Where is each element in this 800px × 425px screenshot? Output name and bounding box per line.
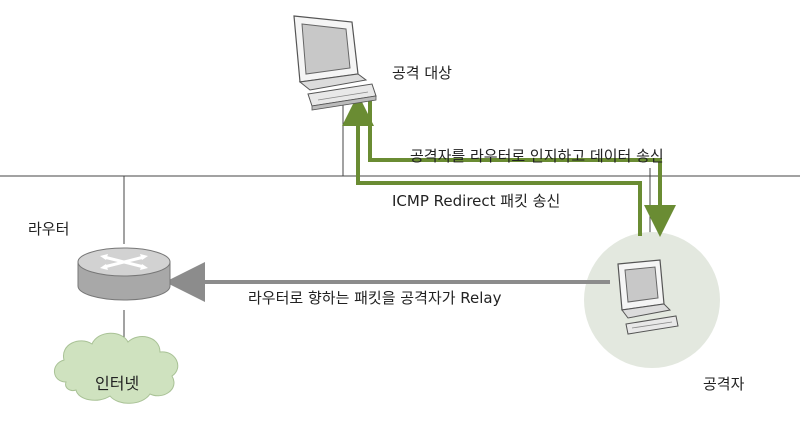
router-icon — [77, 247, 171, 301]
internet-label: 인터넷 — [95, 374, 140, 393]
icmp-redirect-arrow — [342, 94, 642, 236]
attacker-label: 공격자 — [703, 375, 745, 393]
router-label: 라우터 — [28, 220, 70, 238]
data-send-label: 공격자를 라우터로 인지하고 데이터 송신 — [410, 147, 664, 165]
relay-label: 라우터로 향하는 패킷을 공격자가 Relay — [248, 289, 502, 307]
target-computer-icon — [293, 15, 377, 111]
icmp-redirect-label: ICMP Redirect 패킷 송신 — [392, 192, 561, 210]
internet-cloud-icon — [54, 332, 179, 404]
target-label: 공격 대상 — [392, 64, 452, 82]
attacker-computer-icon — [617, 259, 679, 335]
data-send-arrow — [368, 98, 676, 237]
